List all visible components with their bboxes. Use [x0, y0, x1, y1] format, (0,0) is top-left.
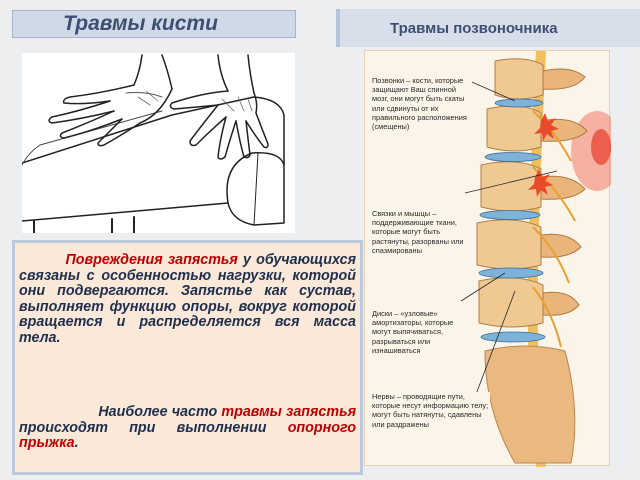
- hand-injuries-title: Травмы кисти: [63, 12, 218, 35]
- vault-text-1: Наиболее часто: [98, 404, 222, 420]
- wrist-injury-text-box: Повреждения запястья у обучающихся связа…: [12, 240, 363, 475]
- support-vault-phrase: опорного прыжка: [19, 419, 356, 452]
- spine-injuries-title-box: Травмы позвоночника: [336, 9, 640, 47]
- vault-injury-paragraph: Наиболее часто травмы запястья происходя…: [19, 404, 356, 452]
- hands-on-vault-drawing: [21, 54, 285, 234]
- vertebrae-note: Позвонки – кости, которые защищают Ваш с…: [372, 76, 472, 132]
- discs-note: Диски – «узловые» амортизаторы, которые …: [372, 309, 470, 356]
- hand-injuries-title-box: Травмы кисти: [12, 10, 296, 38]
- ligaments-note: Связки и мышцы – поддерживающие ткани, к…: [372, 209, 470, 256]
- spine-illustration: Позвонки – кости, которые защищают Ваш с…: [364, 50, 623, 468]
- wrist-injuries-phrase: травмы запястья: [221, 404, 356, 420]
- vault-text-2: происходят при выполнении: [19, 419, 288, 436]
- hands-illustration: [21, 53, 295, 234]
- nerves-note: Нервы – проводящие пути, которые несут и…: [372, 392, 490, 429]
- wrist-injury-paragraph: Повреждения запястья у обучающихся связа…: [19, 252, 356, 347]
- wrist-damage-phrase: Повреждения запястья: [65, 252, 238, 268]
- spine-diagram: [460, 50, 623, 468]
- wrist-injury-text: у обучающихся связаны с особенностью наг…: [19, 252, 356, 346]
- vault-text-3: .: [74, 435, 79, 452]
- spine-injuries-title: Травмы позвоночника: [390, 20, 558, 37]
